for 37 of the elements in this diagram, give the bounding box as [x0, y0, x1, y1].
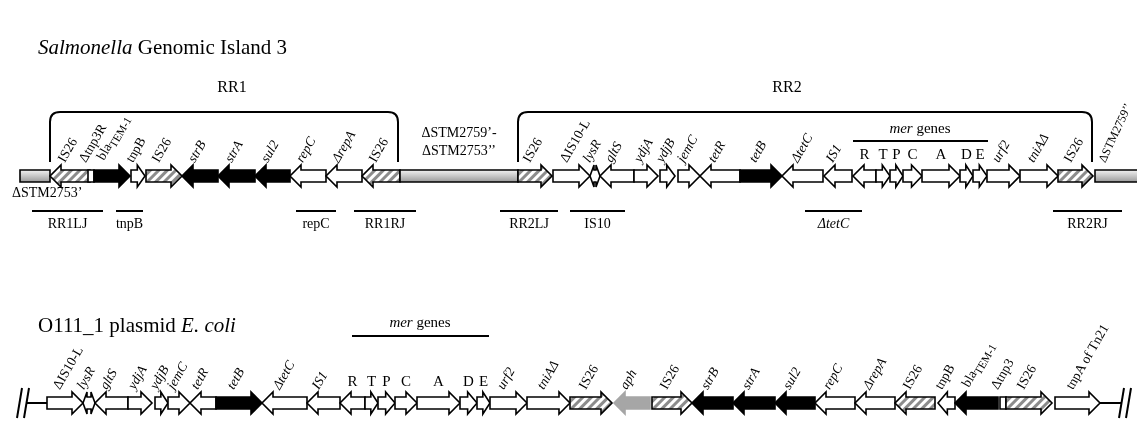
gene-label: D [463, 374, 474, 389]
gene-label: E [975, 147, 985, 162]
gene-label: T [366, 374, 377, 389]
junction-label: IS10 [584, 216, 611, 232]
gene-label: aph [617, 366, 640, 391]
map-title: O111_1 plasmid E. coli [38, 313, 236, 338]
gene-label: A [935, 147, 947, 162]
gene-label: strA [221, 137, 245, 164]
junction-label: RR1RJ [364, 216, 406, 232]
gene-label: IS1 [308, 368, 330, 391]
gene-label: D [961, 147, 972, 162]
gene-label: E [478, 374, 489, 389]
junction-label: repC [302, 216, 330, 232]
gene-label: P [382, 374, 391, 389]
bracket-label: RR2 [772, 78, 802, 96]
gene-group-label: mer genes [389, 314, 451, 331]
gene-label: T [878, 147, 888, 162]
gene-label: R [859, 147, 870, 162]
gene-label: tetR [705, 138, 728, 164]
gene-label: tetR [188, 365, 211, 391]
gene-label: R [347, 374, 358, 389]
gene-group-label: mer genes [889, 120, 951, 137]
gene-label: A [433, 374, 444, 389]
gene-label: strA [739, 364, 763, 391]
gene-label: ΔSTM2753’ [12, 186, 83, 200]
gene-label: ΔSTM2759’- ΔSTM2753’’ [420, 123, 498, 160]
junction-label: RR1LJ [47, 216, 88, 232]
gene-label: C [907, 147, 918, 162]
junction-label: tnpB [115, 216, 144, 232]
map-title: Salmonella Genomic Island 3 [38, 35, 288, 60]
junction-label: RR2RJ [1067, 216, 1108, 232]
junction-label: RR2LJ [509, 216, 549, 232]
bracket-label: RR1 [217, 78, 247, 96]
gene-label: P [892, 147, 901, 162]
junction-label: ΔtetC [817, 216, 850, 232]
gene-label: C [401, 374, 411, 389]
gene-label: IS1 [823, 141, 844, 164]
